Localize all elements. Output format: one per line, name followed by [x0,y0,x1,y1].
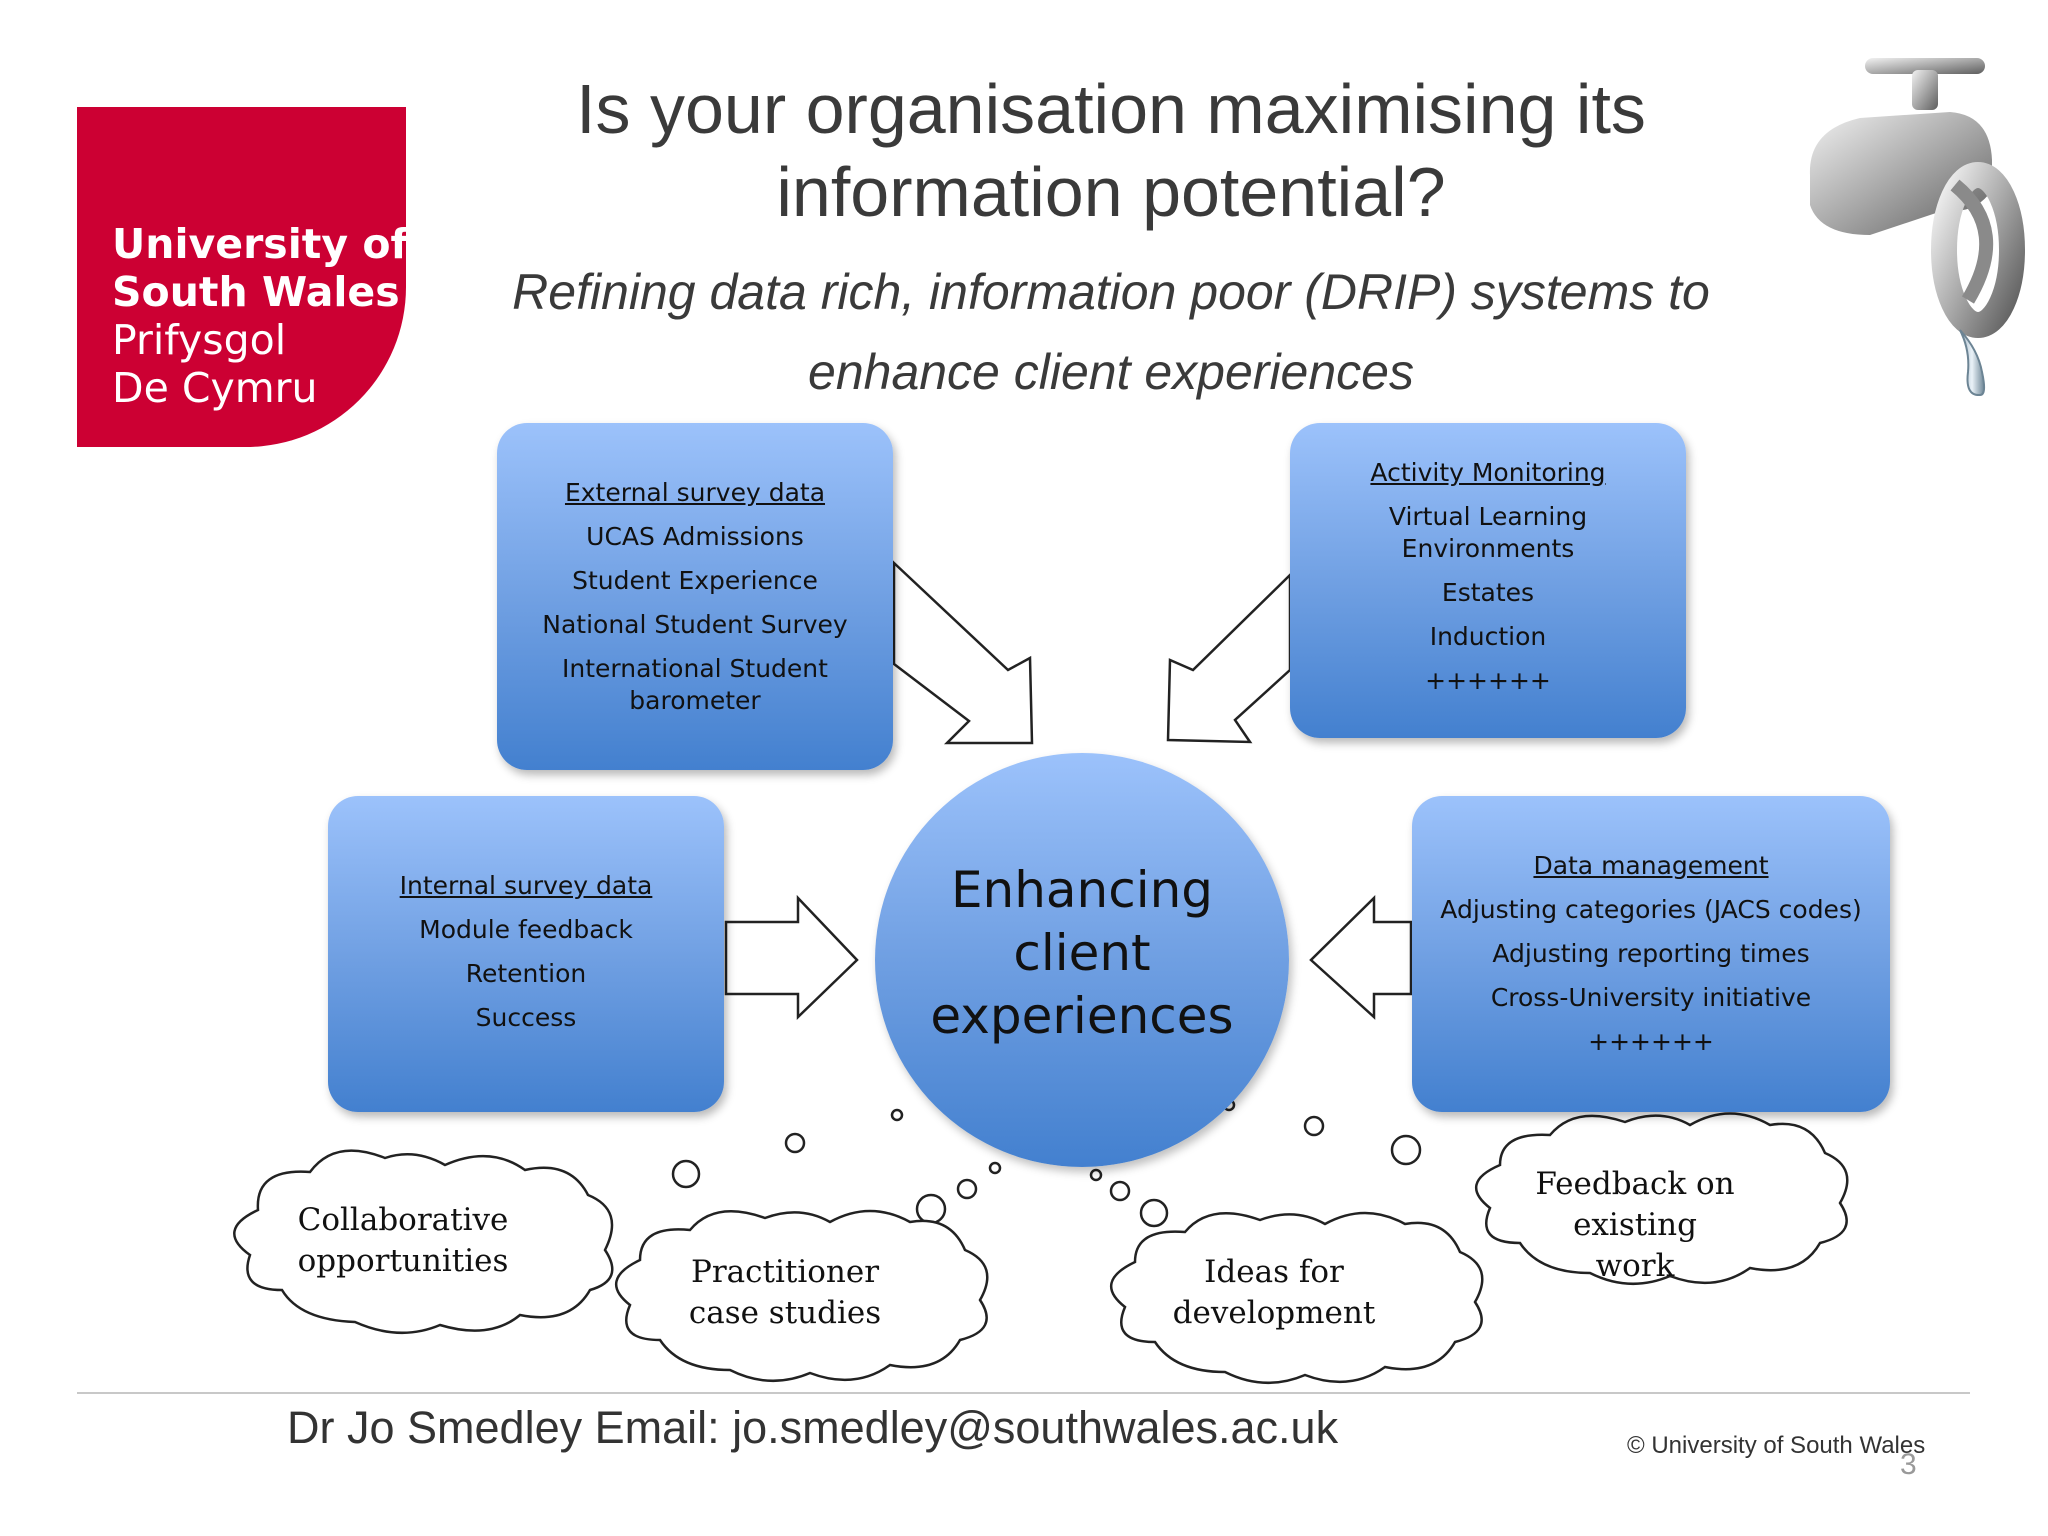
cloud-line: Ideas for [1204,1254,1344,1290]
external-item: Student Experience [572,565,818,595]
data-management-item: Adjusting reporting times [1492,939,1810,968]
external-item: barometer [629,685,761,715]
activity-item: Estates [1441,578,1535,607]
data-management-item: Cross-University initiative [1490,983,1812,1012]
center-line-2: client [1013,923,1151,982]
cloud-practitioner-text: Practitioner case studies [665,1252,905,1334]
arrow-from-data-management [1309,895,1413,1020]
cloud-line: Feedback on [1535,1166,1735,1202]
usw-logo: University of South Wales Prifysgol De C… [77,107,409,447]
thought-bubble [671,1159,701,1189]
logo-line-south-wales: South Wales [112,268,400,316]
slide-title: Is your organisation maximising its info… [500,68,1722,234]
internal-survey-heading: Internal survey data [399,871,653,900]
cloud-line: Collaborative [297,1202,509,1238]
arrow-from-internal [724,894,859,1020]
activity-item: ++++++ [1425,666,1551,695]
cloud-line: case studies [688,1295,882,1331]
thought-bubble [890,1108,904,1122]
cloud-line: work [1595,1248,1675,1284]
thought-bubble [1390,1134,1422,1166]
footer-divider [77,1392,1970,1394]
footer-copyright: © University of South Wales [1627,1432,1926,1459]
center-circle: Enhancing client experiences [875,753,1289,1167]
thought-bubble [784,1132,806,1154]
data-management-box: Data management Adjusting categories (JA… [1412,796,1890,1112]
subtitle-line-2: enhance client experiences [808,344,1414,400]
logo-line-university: University of [112,220,409,268]
external-survey-box: External survey data UCAS Admissions Stu… [497,423,893,770]
center-line-3: experiences [930,986,1234,1045]
slide-subtitle: Refining data rich, information poor (DR… [470,252,1752,412]
cloud-feedback-text: Feedback on existing work [1515,1164,1755,1287]
arrow-from-activity [1166,572,1292,744]
internal-survey-box: Internal survey data Module feedback Ret… [328,796,724,1112]
activity-monitoring-heading: Activity Monitoring [1370,458,1606,487]
thought-bubble [988,1161,1002,1175]
external-item: National Student Survey [542,609,848,639]
logo-line-de-cymru: De Cymru [112,364,318,412]
subtitle-line-1: Refining data rich, information poor (DR… [512,264,1710,320]
external-item: UCAS Admissions [586,521,804,551]
center-label: Enhancing client experiences [930,859,1233,1048]
internal-item: Module feedback [419,915,633,944]
cloud-line: opportunities [297,1243,509,1279]
thought-bubble [1139,1198,1169,1228]
data-management-item: Adjusting categories (JACS codes) [1440,895,1862,924]
thought-bubble [1303,1115,1325,1137]
data-management-heading: Data management [1533,851,1769,880]
logo-line-prifysgol: Prifysgol [112,316,287,364]
data-management-item: ++++++ [1588,1027,1714,1056]
title-line-2: information potential? [776,153,1446,231]
thought-bubble [915,1193,947,1225]
cloud-line: existing [1573,1207,1697,1243]
arrow-from-external [892,560,1034,745]
footer-contact: Dr Jo Smedley Email: jo.smedley@southwal… [287,1402,1339,1453]
cloud-ideas-text: Ideas for development [1154,1252,1394,1334]
activity-item: Induction [1429,622,1547,651]
activity-monitoring-box: Activity Monitoring Virtual Learning Env… [1290,423,1686,738]
page-number: 3 [1900,1448,1917,1481]
activity-item: Virtual Learning Environments [1388,502,1588,563]
cloud-line: development [1172,1295,1376,1331]
internal-item: Retention [465,959,587,988]
thought-bubble [1089,1168,1103,1182]
external-item: International Student [562,653,828,683]
internal-item: Success [475,1003,577,1032]
cloud-line: Practitioner [690,1254,880,1290]
thought-bubble [1109,1180,1131,1202]
external-survey-heading: External survey data [564,477,826,507]
center-line-1: Enhancing [950,860,1214,919]
cloud-collaborative-text: Collaborative opportunities [283,1200,523,1282]
thought-bubble [956,1178,978,1200]
title-line-1: Is your organisation maximising its [576,70,1646,148]
